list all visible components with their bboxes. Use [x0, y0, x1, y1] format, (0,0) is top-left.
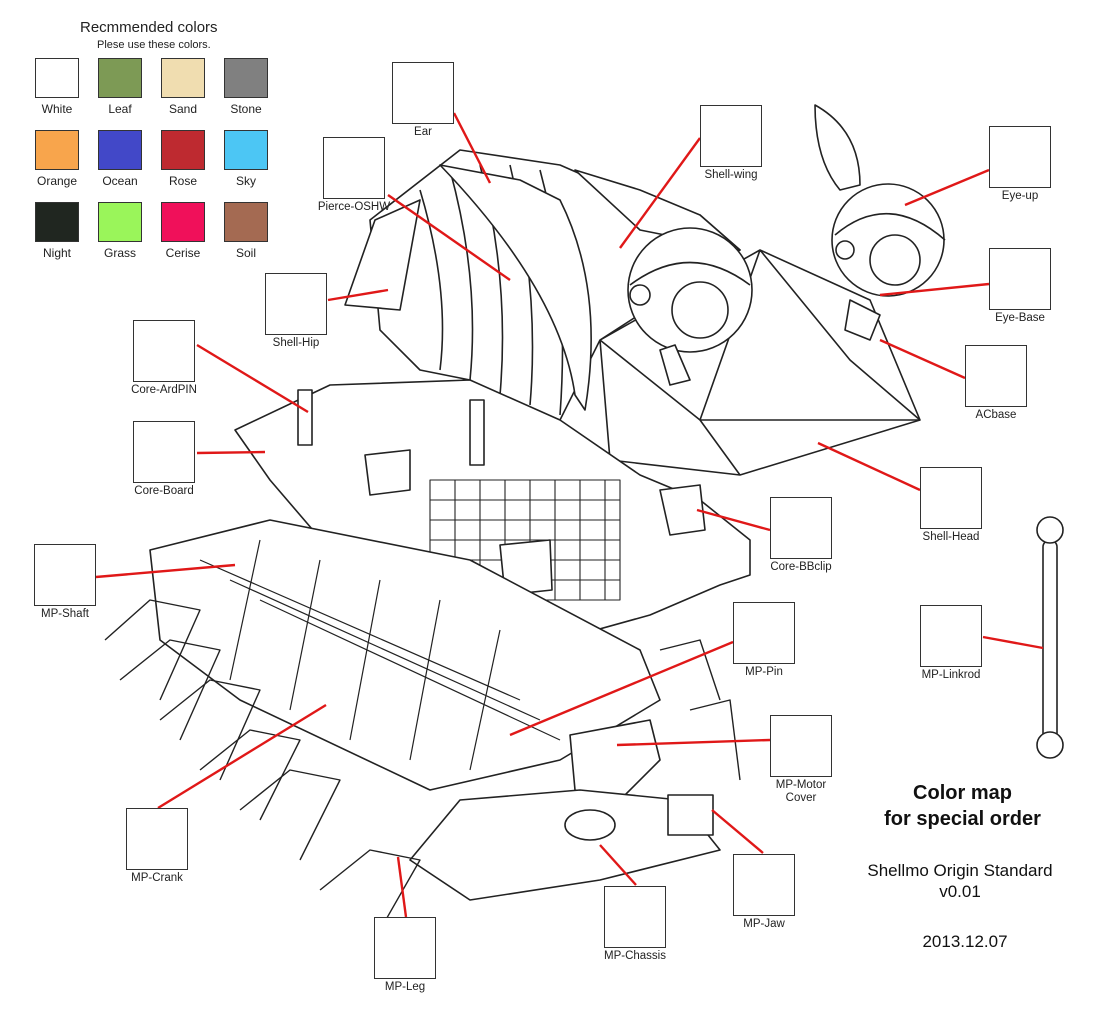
swatch-label: Night	[42, 246, 71, 260]
swatch-chip	[161, 58, 205, 98]
shell-hip-shape	[344, 199, 421, 311]
leader-lines	[95, 112, 1044, 918]
part-label: Eye-up	[1001, 190, 1039, 202]
linkrod	[1036, 516, 1064, 759]
palette-title: Recmmended colors	[80, 19, 218, 36]
swatch-chip	[98, 202, 142, 242]
part-label: Core-ArdPIN	[131, 384, 197, 396]
swatch-ocean: Ocean	[98, 130, 164, 196]
swatch-stone: Stone	[224, 58, 290, 124]
swatch-label: Sand	[168, 102, 198, 116]
part-color-box	[989, 248, 1051, 310]
part-label: Ear	[414, 126, 432, 138]
swatch-label: Sky	[235, 174, 256, 188]
title-line2: for special order	[884, 808, 1041, 830]
swatch-label: Rose	[168, 174, 197, 188]
part-label: MP-Jaw	[743, 918, 785, 930]
legs	[104, 599, 741, 931]
swatch-grass: Grass	[98, 202, 164, 268]
jaw-piece	[667, 794, 714, 836]
swatch-chip	[35, 202, 79, 242]
palette-subtitle: Plese use these colors.	[97, 39, 211, 51]
swatch-label: Ocean	[102, 174, 138, 188]
part-color-box	[34, 544, 96, 606]
part-color-box	[920, 605, 982, 667]
swatch-chip	[161, 202, 205, 242]
swatch-chip	[224, 202, 268, 242]
part-color-box	[733, 854, 795, 916]
swatch-label: Orange	[36, 174, 78, 188]
swatch-soil: Soil	[224, 202, 290, 268]
part-color-box	[392, 62, 454, 124]
part-color-box	[965, 345, 1027, 407]
swatch-chip	[35, 58, 79, 98]
part-color-box	[374, 917, 436, 979]
swatch-label: Soil	[235, 246, 256, 260]
swatch-chip	[224, 58, 268, 98]
part-color-box	[133, 320, 195, 382]
part-color-box	[323, 137, 385, 199]
swatch-label: Leaf	[108, 102, 132, 116]
swatch-chip	[161, 130, 205, 170]
swatch-label: Grass	[103, 246, 136, 260]
bb-clip	[659, 484, 706, 536]
swatch-cerise: Cerise	[161, 202, 227, 268]
product-version: v0.01	[939, 882, 981, 901]
ear-shape	[439, 164, 592, 411]
swatch-leaf: Leaf	[98, 58, 164, 124]
swatch-label: Cerise	[165, 246, 201, 260]
part-color-box	[989, 126, 1051, 188]
swatch-chip	[98, 130, 142, 170]
swatch-night: Night	[35, 202, 101, 268]
swatch-white: White	[35, 58, 101, 124]
part-label: Shell-wing	[704, 169, 758, 181]
date-label: 2013.12.07	[922, 932, 1008, 951]
part-label: MP-Shaft	[41, 608, 89, 620]
swatch-sand: Sand	[161, 58, 227, 124]
part-label: Core-BBclip	[770, 561, 832, 573]
part-label: MP-Linkrod	[921, 669, 981, 681]
swatch-label: Stone	[230, 102, 262, 116]
motor-cover	[569, 719, 661, 801]
part-color-box	[700, 105, 762, 167]
part-label: Pierce-OSHW	[317, 201, 391, 213]
product-block: Shellmo Origin Standard v0.01	[830, 860, 1090, 902]
part-label: MP-Pin	[745, 666, 783, 678]
part-color-box	[133, 421, 195, 483]
title-line1: Color map	[913, 782, 1012, 804]
part-label: Shell-Hip	[272, 337, 320, 349]
part-label: MP-Leg	[384, 981, 426, 993]
swatch-chip	[224, 130, 268, 170]
swatch-rose: Rose	[161, 130, 227, 196]
part-color-box	[604, 886, 666, 948]
eye-up-fin	[814, 104, 861, 191]
part-label: MP-Crank	[131, 872, 183, 884]
swatch-chip	[98, 58, 142, 98]
swatch-orange: Orange	[35, 130, 101, 196]
part-color-box	[770, 715, 832, 777]
title-block: Color map for special order	[850, 780, 1075, 832]
part-label: MP-Chassis	[604, 950, 666, 962]
part-color-box	[126, 808, 188, 870]
part-label: Core-Board	[134, 485, 194, 497]
part-color-box	[733, 602, 795, 664]
swatch-chip	[35, 130, 79, 170]
part-color-box	[265, 273, 327, 335]
swatch-sky: Sky	[224, 130, 290, 196]
part-color-box	[770, 497, 832, 559]
swatch-label: White	[41, 102, 73, 116]
product-name: Shellmo Origin Standard	[867, 861, 1053, 880]
part-color-box	[920, 467, 982, 529]
part-label: MP-Motor Cover	[775, 779, 827, 804]
part-label: ACbase	[975, 409, 1017, 421]
part-label: Eye-Base	[995, 312, 1045, 324]
part-label: Shell-Head	[922, 531, 980, 543]
